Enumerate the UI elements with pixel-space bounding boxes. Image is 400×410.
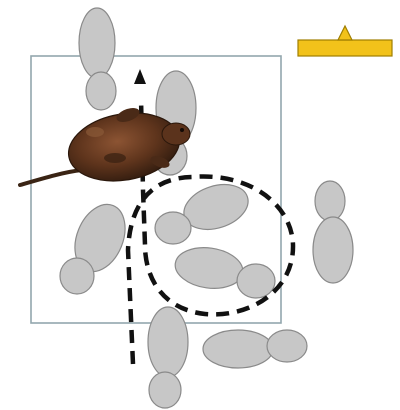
object-ellipse (86, 72, 116, 110)
object-pair-top (79, 8, 116, 110)
arrow-up-icon (134, 69, 146, 84)
object-ellipse (60, 258, 94, 294)
yellow-platform-icon (298, 26, 392, 56)
object-pair-center-top (155, 177, 254, 244)
object-ellipse (155, 212, 191, 244)
object-ellipse (149, 372, 181, 408)
object-ellipse (267, 330, 307, 362)
object-ellipse (79, 8, 115, 78)
object-pair-center-bottom (173, 243, 275, 298)
object-ellipse (173, 243, 246, 292)
object-pair-bottom-right (203, 330, 307, 368)
object-pair-left (60, 197, 134, 294)
object-ellipse (315, 181, 345, 221)
object-pair-bottom (148, 307, 188, 408)
object-pair-right (313, 181, 353, 283)
object-ellipse (313, 217, 353, 283)
object-ellipse (237, 264, 275, 298)
object-ellipse (148, 307, 188, 377)
object-ellipse (203, 330, 273, 368)
